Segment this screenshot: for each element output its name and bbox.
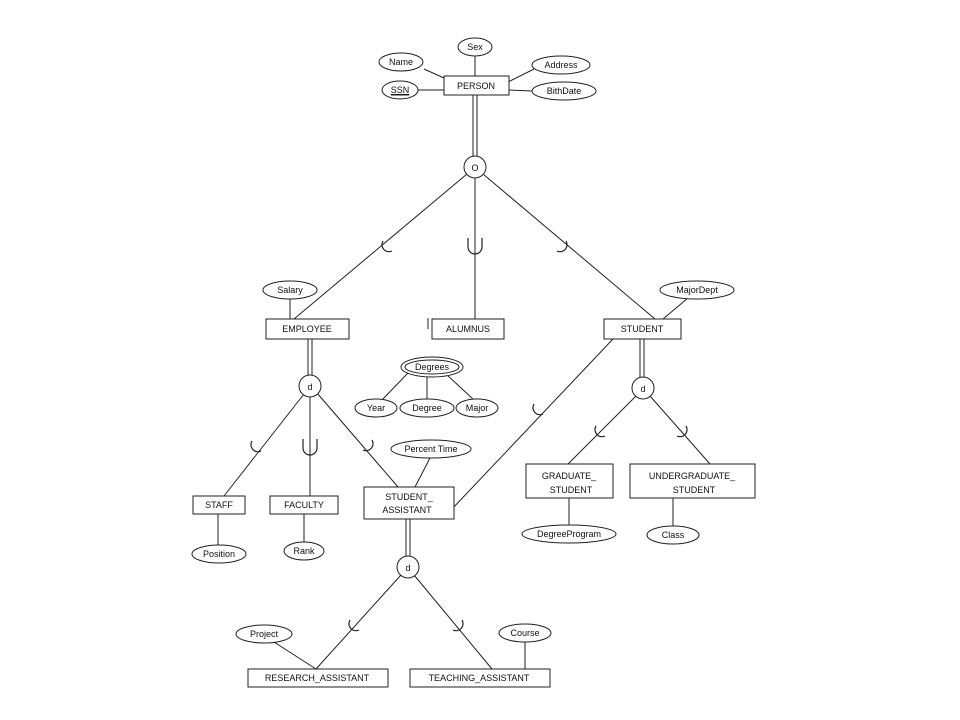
entity-label: EMPLOYEE	[282, 324, 332, 334]
attribute-name: Name	[378, 52, 424, 72]
attribute-label: Year	[367, 403, 385, 413]
entity-label: STUDENT	[550, 485, 593, 495]
attribute-label: Name	[389, 57, 413, 67]
attribute-year: Year	[354, 398, 398, 418]
entity-undergraduate-student: UNDERGRADUATE_ STUDENT	[629, 463, 756, 499]
subset-symbol	[532, 403, 544, 416]
entity-alumnus: ALUMNUS	[431, 318, 505, 340]
attribute-majordept: MajorDept	[659, 280, 735, 300]
attribute-connectors	[217, 56, 689, 670]
entity-label: STUDENT	[673, 485, 716, 495]
entity-label: STUDENT	[621, 324, 664, 334]
attribute-label: BithDate	[547, 86, 582, 96]
entity-label: ALUMNUS	[446, 324, 490, 334]
entity-person: PERSON	[443, 75, 510, 96]
attribute-label: SSN	[391, 85, 410, 95]
subset-symbol	[467, 238, 483, 255]
attribute-degreeprogram: DegreeProgram	[521, 524, 617, 544]
entity-label: STUDENT_	[385, 492, 433, 502]
entity-label: GRADUATE_	[542, 471, 597, 481]
entity-label: PERSON	[457, 81, 495, 91]
disjoint-label: d	[405, 563, 410, 573]
attribute-course: Course	[498, 623, 552, 643]
entity-label: RESEARCH_ASSISTANT	[265, 673, 370, 683]
entity-teaching-assistant: TEACHING_ASSISTANT	[409, 668, 551, 688]
entity-label: TEACHING_ASSISTANT	[429, 673, 530, 683]
disjoint-label: d	[307, 382, 312, 392]
attribute-degree: Degree	[399, 398, 455, 418]
attribute-label: Position	[203, 549, 235, 559]
entity-student: STUDENT	[603, 318, 682, 340]
subset-symbol	[381, 240, 393, 253]
subset-symbol	[452, 619, 464, 632]
attribute-label: Degrees	[415, 362, 450, 372]
attribute-degrees-multivalued: Degrees	[400, 356, 464, 378]
attribute-label: Major	[466, 403, 489, 413]
attribute-project: Project	[235, 624, 293, 644]
subset-symbol	[302, 439, 318, 456]
attribute-label: Rank	[293, 546, 315, 556]
subset-symbols	[250, 238, 688, 632]
entity-label: FACULTY	[284, 500, 324, 510]
entity-label: ASSISTANT	[382, 505, 432, 515]
attribute-sex: Sex	[457, 37, 493, 57]
attribute-position: Position	[191, 544, 247, 564]
entity-graduate-student: GRADUATE_ STUDENT	[525, 463, 614, 499]
entity-faculty: FACULTY	[269, 495, 339, 515]
student-assistant-specialization-circle: d	[396, 555, 420, 579]
overlap-label: O	[471, 163, 478, 173]
entity-staff: STAFF	[192, 495, 246, 515]
attribute-label: Degree	[412, 403, 442, 413]
attribute-class: Class	[646, 525, 700, 545]
entity-label: UNDERGRADUATE_	[649, 471, 736, 481]
attribute-rank: Rank	[283, 541, 325, 561]
attribute-birthdate: BithDate	[531, 81, 597, 101]
attribute-label: Salary	[277, 285, 303, 295]
attribute-label: DegreeProgram	[537, 529, 601, 539]
attribute-major: Major	[455, 398, 499, 418]
disjoint-label: d	[640, 384, 645, 394]
subset-symbol	[348, 619, 360, 632]
person-specialization-circle: O	[463, 155, 487, 179]
attribute-label: Address	[544, 60, 578, 70]
attribute-label: Percent Time	[404, 444, 457, 454]
attribute-address: Address	[531, 55, 591, 75]
subset-symbol	[250, 440, 262, 453]
attribute-label: MajorDept	[676, 285, 718, 295]
entity-student-assistant: STUDENT_ ASSISTANT	[363, 486, 455, 520]
subset-symbol	[362, 439, 374, 452]
entity-label: STAFF	[205, 500, 233, 510]
attribute-salary: Salary	[262, 280, 318, 300]
attribute-label: Project	[250, 629, 279, 639]
subset-symbol	[556, 240, 568, 253]
student-specialization-circle: d	[631, 376, 655, 400]
attribute-label: Course	[510, 628, 539, 638]
attribute-label: Sex	[467, 42, 483, 52]
subset-symbol	[594, 425, 606, 438]
attribute-label: Class	[662, 530, 685, 540]
specialization-lines	[223, 95, 711, 670]
entity-research-assistant: RESEARCH_ASSISTANT	[247, 668, 389, 688]
subset-symbol	[676, 425, 688, 438]
attribute-ssn-key: SSN	[381, 80, 419, 100]
employee-specialization-circle: d	[298, 374, 322, 398]
entity-employee: EMPLOYEE	[265, 318, 350, 340]
attribute-percent-time: Percent Time	[390, 439, 472, 459]
